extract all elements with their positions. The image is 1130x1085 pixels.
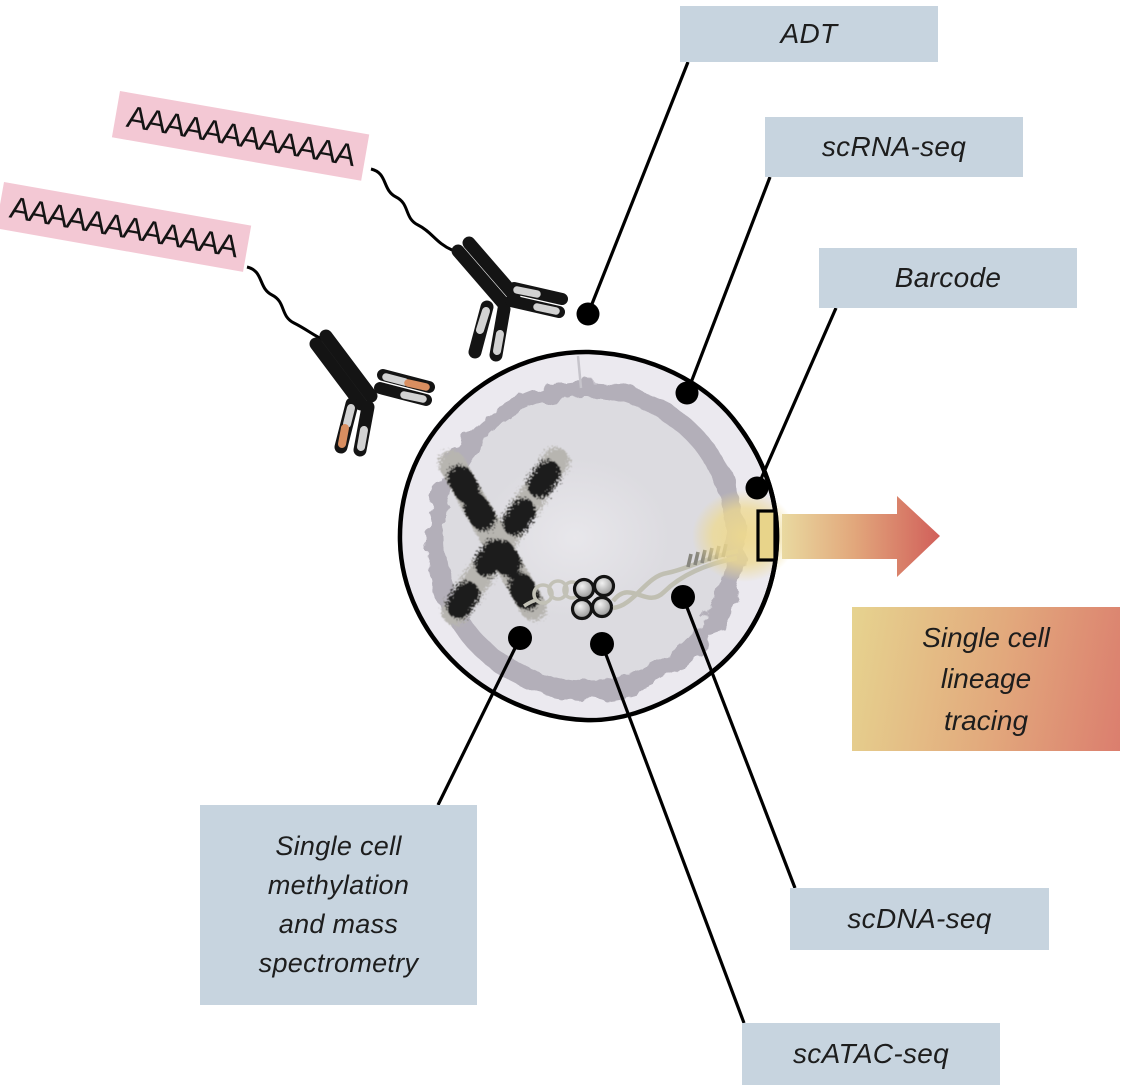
poly-a-tethers: [246, 167, 453, 343]
label-scdna-text: scDNA-seq: [847, 903, 992, 934]
connector-dots: [508, 302, 769, 656]
label-scrna-seq: scRNA-seq: [765, 117, 1023, 177]
label-scdna-seq: scDNA-seq: [790, 888, 1049, 950]
tether-squiggle-1: [370, 167, 453, 252]
scdna-dot-icon: [671, 585, 695, 609]
antibody-icon: [451, 236, 568, 362]
chromosome-icon: [438, 447, 570, 626]
label-lineage-tracing: Single cell lineage tracing: [852, 607, 1120, 751]
barcode-dot-icon: [745, 476, 769, 500]
lineage-line-2: lineage: [940, 663, 1032, 695]
cell-membrane-arc: [710, 423, 780, 674]
methylation-line-1: Single cell: [275, 831, 402, 862]
scatac-dot-icon: [590, 632, 614, 656]
connector-lines: [436, 61, 838, 1024]
lineage-line-3: tracing: [943, 704, 1029, 736]
antibody-icon: [309, 329, 435, 457]
label-scatac-text: scATAC-seq: [793, 1038, 949, 1069]
membrane-seam: [576, 355, 583, 389]
barcode-line: [755, 307, 838, 489]
label-adt-text: ADT: [780, 18, 838, 49]
scrna-dot-icon: [675, 381, 699, 405]
lineage-arrow-icon: [782, 496, 940, 577]
label-adt: ADT: [680, 6, 938, 62]
methylation-line: [436, 637, 522, 806]
adt-line: [586, 61, 690, 315]
barcode-glow: [692, 490, 796, 582]
scatac-line: [600, 643, 746, 1024]
cell: [397, 349, 796, 723]
label-scatac-seq: scATAC-seq: [742, 1023, 1000, 1085]
label-methylation: Single cell methylation and mass spectro…: [200, 805, 477, 1005]
scdna-line: [681, 596, 797, 889]
histone-cluster-icon: [570, 574, 616, 621]
label-barcode: Barcode: [819, 248, 1077, 308]
label-barcode-text: Barcode: [894, 262, 1002, 293]
methylation-line-2: methylation: [267, 870, 410, 901]
methylation-line-4: spectrometry: [258, 947, 419, 978]
label-scrna-text: scRNA-seq: [821, 131, 967, 162]
scrna-line: [685, 176, 772, 394]
methylation-line-3: and mass: [278, 909, 399, 939]
methylation-dot-icon: [508, 626, 532, 650]
adt-dot-icon: [576, 302, 600, 326]
lineage-line-1: Single cell: [922, 621, 1050, 653]
tether-squiggle-2: [246, 265, 327, 343]
barcode-chip-icon: [756, 509, 777, 562]
